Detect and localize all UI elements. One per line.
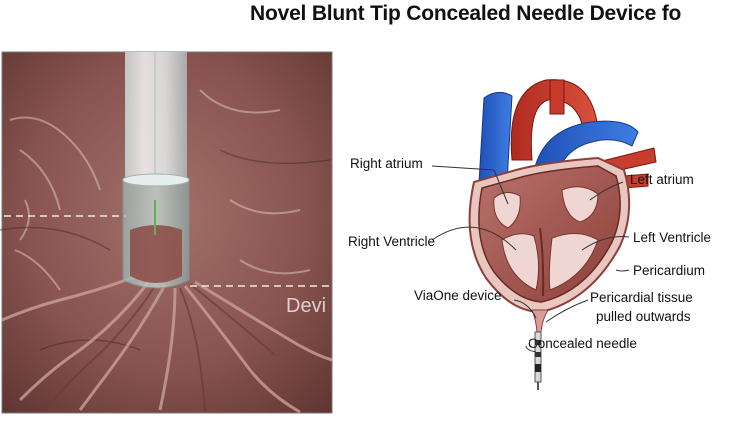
photo-overlay-text: Devi — [286, 295, 326, 317]
label-pericardial-tissue-line1: Pericardial tissue — [590, 290, 693, 305]
right-atrium-chamber — [493, 192, 521, 229]
label-left-ventricle: Left Ventricle — [633, 230, 711, 245]
endoscopic-photo: Devi — [0, 50, 334, 415]
right-ventricle-chamber — [501, 233, 540, 291]
label-concealed-needle: Concealed needle — [528, 336, 637, 351]
label-left-atrium: Left atrium — [630, 172, 694, 187]
label-viaone-device: ViaOne device — [414, 288, 502, 303]
label-pericardium: Pericardium — [633, 263, 705, 278]
label-right-atrium: Right atrium — [350, 156, 423, 171]
left-atrium-chamber — [561, 186, 599, 223]
pulmonary-artery — [531, 120, 639, 191]
label-pericardial-tissue-line2: pulled outwards — [596, 309, 691, 324]
label-right-ventricle: Right Ventricle — [348, 234, 435, 249]
heart-diagram: Right atrium Left atrium Right Ventricle… — [348, 79, 711, 390]
figure-title: Novel Blunt Tip Concealed Needle Device … — [250, 2, 682, 25]
